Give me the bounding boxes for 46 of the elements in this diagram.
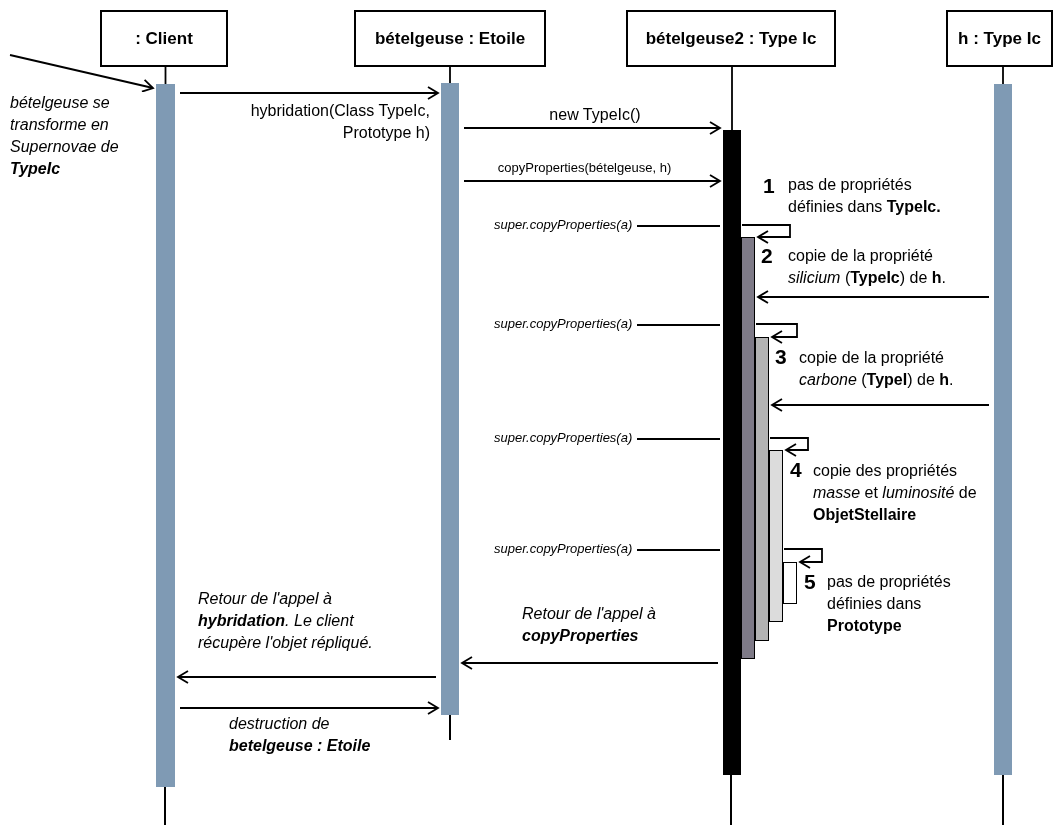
self-call-arrow (755, 323, 798, 344)
message-arrow (179, 86, 439, 100)
lifeline (449, 66, 451, 84)
message-label: super.copyProperties(a) (494, 430, 633, 448)
step-number: 2 (761, 244, 773, 268)
activation-bar (994, 84, 1012, 775)
message-arrow (179, 701, 439, 715)
message-arrow (757, 290, 990, 304)
object-box: bételgeuse2 : Type Ic (626, 10, 836, 67)
lifeline (731, 66, 733, 131)
activation-bar (769, 450, 783, 622)
step-number: 1 (763, 174, 775, 198)
message-arrow (463, 121, 721, 135)
message-label: super.copyProperties(a) (494, 217, 633, 235)
step-number: 5 (804, 570, 816, 594)
message-arrow (461, 656, 719, 670)
message-label: super.copyProperties(a) (494, 541, 633, 559)
message-arrow (463, 174, 721, 188)
self-call-arrow (783, 548, 823, 569)
leader-line (636, 225, 721, 227)
message-arrow (771, 398, 990, 412)
activation-bar (783, 562, 797, 604)
leader-line (636, 438, 721, 440)
lifeline (1002, 66, 1004, 85)
message-arrow (177, 670, 437, 684)
note-text: copie de la propriété silicium (TypeIc) de h. (788, 246, 947, 288)
self-call-arrow (769, 437, 809, 457)
step-number: 3 (775, 345, 787, 369)
note-text: copie de la propriété carbone (TypeI) de h. (799, 348, 955, 390)
message-arrow (9, 54, 154, 93)
note-text: pas de propriétés définies dans TypeIc. (788, 175, 942, 217)
object-box: h : Type Ic (946, 10, 1053, 67)
object-box: bételgeuse : Etoile (354, 10, 546, 67)
object-box: : Client (100, 10, 228, 67)
leader-line (636, 549, 721, 551)
activation-bar (156, 84, 175, 787)
activation-bar (723, 130, 741, 775)
note-text: pas de propriétés définies dans Prototype (827, 572, 952, 636)
step-number: 4 (790, 458, 802, 482)
activation-bar (441, 83, 459, 715)
note-text: copie des propriétés masse et luminosité de ObjetStellaire (813, 461, 978, 525)
self-call-arrow (741, 224, 791, 244)
message-label: super.copyProperties(a) (494, 316, 633, 334)
activation-bar (741, 237, 755, 659)
activation-bar (755, 337, 769, 641)
leader-line (636, 324, 721, 326)
